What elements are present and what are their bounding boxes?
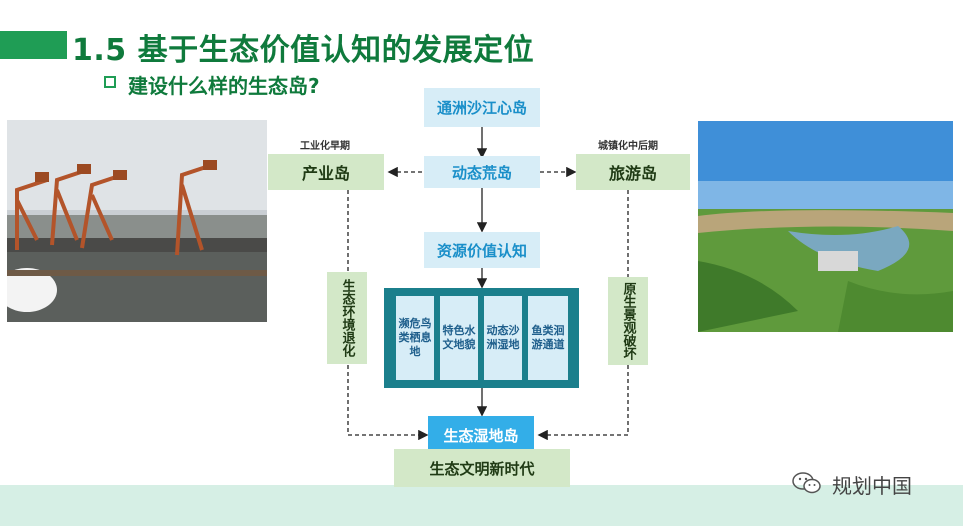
resource-item: 鱼类洄游通道 <box>528 296 568 380</box>
watermark-text: 规划中国 <box>832 474 912 498</box>
page-title: 1.5 基于生态价值认知的发展定位 <box>72 33 535 68</box>
label-late-urbanization: 城镇化中后期 <box>598 141 658 152</box>
industrial-port-photo <box>7 120 267 322</box>
node-ecological-civilization-era: 生态文明新时代 <box>394 449 570 487</box>
title-accent-bar <box>0 31 67 59</box>
node-resource-value: 资源价值认知 <box>424 232 540 268</box>
label-ecological-degradation: 生态环境退化 <box>327 272 367 364</box>
node-tourism-island: 旅游岛 <box>576 154 690 190</box>
node-dynamic-wild-island: 动态荒岛 <box>424 156 540 188</box>
resource-item: 动态沙洲湿地 <box>484 296 522 380</box>
node-tongzhousha-island: 通洲沙江心岛 <box>424 88 540 127</box>
node-industry-island: 产业岛 <box>268 154 384 190</box>
resource-item: 特色水文地貌 <box>440 296 478 380</box>
square-bullet-icon <box>104 76 116 88</box>
label-landscape-destruction: 原生景观破坏 <box>608 277 648 365</box>
resource-item: 濒危鸟类栖息地 <box>396 296 434 380</box>
label-early-industrialization: 工业化早期 <box>300 141 350 152</box>
footer-band <box>0 485 963 526</box>
node-ecological-wetland-island: 生态湿地岛 <box>428 416 534 454</box>
wechat-icon <box>792 472 822 494</box>
aerial-island-photo <box>698 121 953 332</box>
page-subtitle: 建设什么样的生态岛? <box>128 74 320 98</box>
